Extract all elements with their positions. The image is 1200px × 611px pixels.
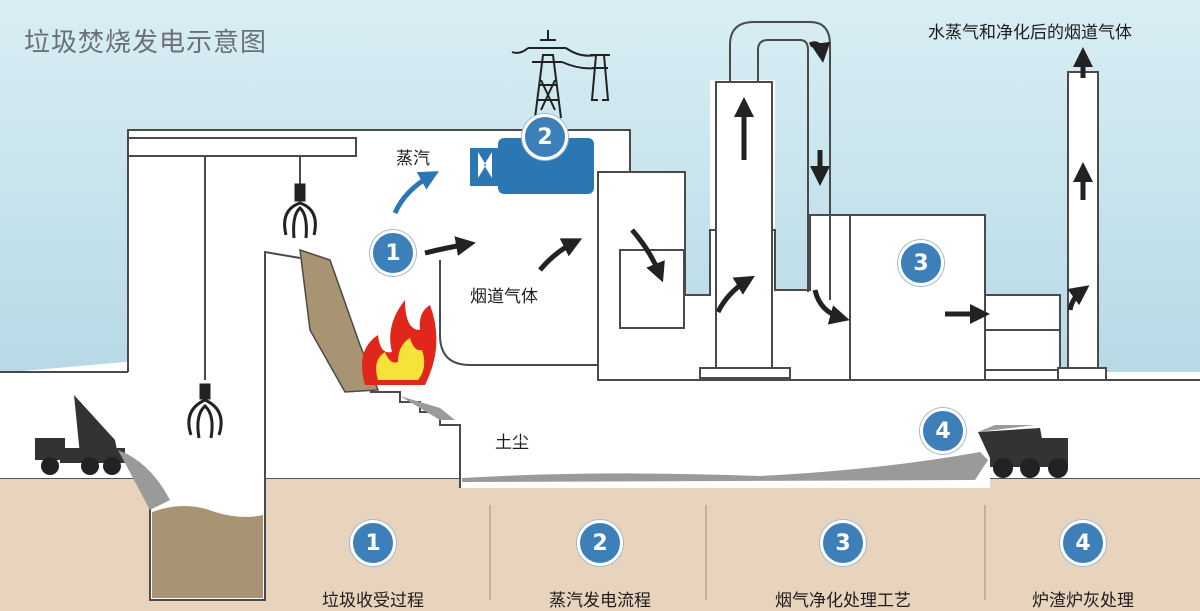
- badge-3: 3: [898, 240, 944, 286]
- badge-1: 1: [370, 230, 416, 276]
- step-3-badge: 3: [820, 520, 866, 566]
- step-3-label: 烟气净化处理工艺: [775, 591, 911, 611]
- flue-gas-label: 烟道气体: [470, 287, 538, 307]
- step-2-badge: 2: [577, 520, 623, 566]
- step-4-badge: 4: [1060, 520, 1106, 566]
- scrubber-base: [699, 367, 791, 379]
- feed-chute: [299, 248, 380, 393]
- grab-crane-icon: [187, 183, 317, 439]
- turbine-icon: [470, 138, 594, 194]
- grate-steps: [370, 391, 461, 488]
- step-1-badge: 1: [350, 520, 396, 566]
- badge-4: 4: [920, 408, 966, 454]
- crane-rail: [127, 137, 357, 157]
- ash-on-grate: [400, 396, 455, 420]
- steam-arrow: [392, 171, 439, 215]
- bunker-waste: [152, 506, 263, 598]
- chimney: [1067, 71, 1099, 373]
- scrubber-inner-box: [984, 329, 1061, 371]
- badge-2: 2: [522, 114, 568, 160]
- bunker-wall: [258, 252, 300, 310]
- step-2: 2 蒸汽发电流程: [495, 520, 705, 611]
- boiler-wall: [439, 260, 598, 366]
- page-title: 垃圾焚烧发电示意图: [24, 28, 268, 58]
- dump-truck-icon: [35, 395, 170, 510]
- steam-label: 蒸汽: [396, 149, 430, 169]
- chimney-base: [1057, 367, 1107, 381]
- step-1: 1 垃圾收受过程: [268, 520, 478, 611]
- step-2-label: 蒸汽发电流程: [549, 591, 651, 611]
- arrow-icon: [424, 41, 1093, 325]
- step-1-label: 垃圾收受过程: [322, 591, 424, 611]
- step-4: 4 炉渣炉灰处理: [978, 520, 1188, 611]
- scrubber-pipe-inner: [757, 39, 809, 292]
- flame-icon: [361, 300, 437, 385]
- dust-label: 土尘: [495, 433, 529, 453]
- exhaust-label: 水蒸气和净化后的烟道气体: [928, 23, 1132, 43]
- step-4-label: 炉渣炉灰处理: [1032, 591, 1134, 611]
- step-3: 3 烟气净化处理工艺: [738, 520, 948, 611]
- bunker-outline: [149, 250, 301, 601]
- scrubber-pipe: [729, 21, 831, 300]
- ash-pile: [462, 452, 988, 482]
- dump-truck-icon-right: [978, 425, 1068, 478]
